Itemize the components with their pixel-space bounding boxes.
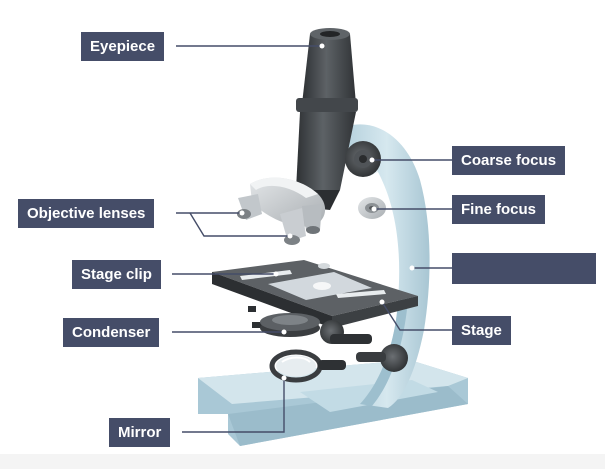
label-stage: Stage <box>452 316 511 345</box>
label-eyepiece: Eyepiece <box>81 32 165 61</box>
label-arm-blank <box>452 253 596 284</box>
label-condenser: Condenser <box>63 318 160 347</box>
bottom-strip <box>0 454 605 469</box>
condenser-assembly <box>248 306 408 372</box>
mirror-assembly <box>269 349 346 383</box>
objective-nosepiece <box>237 177 326 245</box>
base <box>198 360 468 446</box>
label-mirror: Mirror <box>109 418 171 447</box>
eyepiece-tube <box>290 28 358 210</box>
coarse-focus-knob <box>345 141 381 177</box>
label-stage-clip: Stage clip <box>72 260 161 289</box>
label-objective-lenses: Objective lenses <box>18 199 155 228</box>
label-fine-focus: Fine focus <box>452 195 546 224</box>
leader-lines <box>172 43 452 433</box>
label-coarse-focus: Coarse focus <box>452 146 566 175</box>
